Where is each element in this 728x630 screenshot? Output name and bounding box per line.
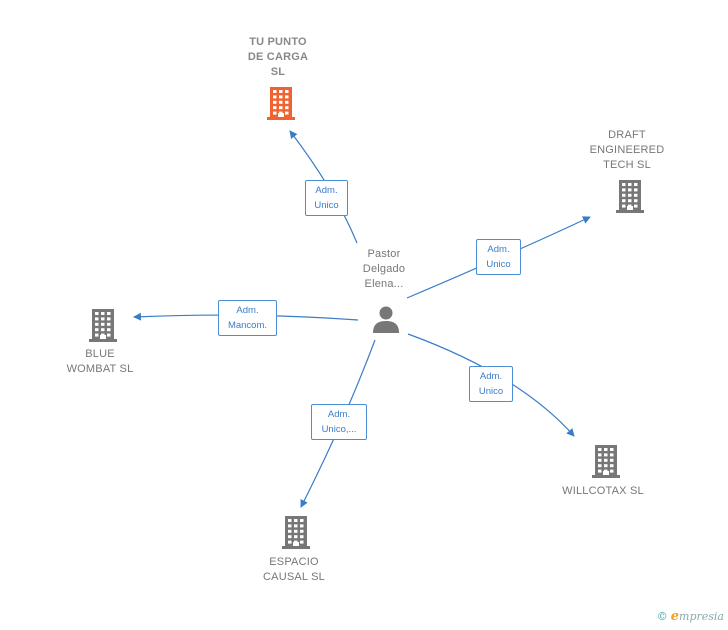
edge-label-espacio[interactable]: Adm. Unico,... [311, 404, 367, 440]
node-label-blue[interactable]: BLUE WOMBAT SL [66, 348, 134, 375]
building-icon-willcotax[interactable] [590, 444, 622, 483]
center-person-label[interactable]: Pastor Delgado Elena... [362, 248, 406, 290]
edge-label-blue[interactable]: Adm. Mancom. [218, 300, 277, 336]
node-label-espacio[interactable]: ESPACIO CAUSAL SL [263, 556, 325, 583]
building-icon-blue[interactable] [87, 308, 119, 347]
building-icon-espacio[interactable] [280, 515, 312, 554]
brand-initial: e [670, 609, 680, 624]
node-label-willcotax[interactable]: WILLCOTAX SL [562, 485, 644, 497]
building-icon-tu-punto[interactable] [265, 86, 297, 125]
edge-label-draft[interactable]: Adm. Unico [476, 239, 521, 275]
copyright-symbol: © [656, 610, 668, 623]
person-icon[interactable] [371, 304, 401, 334]
empresia-watermark: ©empresia [657, 609, 724, 624]
edge-label-willcotax[interactable]: Adm. Unico [469, 366, 513, 402]
brand-name: mpresia [679, 610, 724, 623]
node-label-tu-punto[interactable]: TU PUNTO DE CARGA SL [247, 36, 309, 78]
edge-label-tu-punto[interactable]: Adm. Unico [305, 180, 348, 216]
node-label-draft[interactable]: DRAFT ENGINEERED TECH SL [589, 129, 665, 171]
building-icon-draft[interactable] [614, 179, 646, 218]
